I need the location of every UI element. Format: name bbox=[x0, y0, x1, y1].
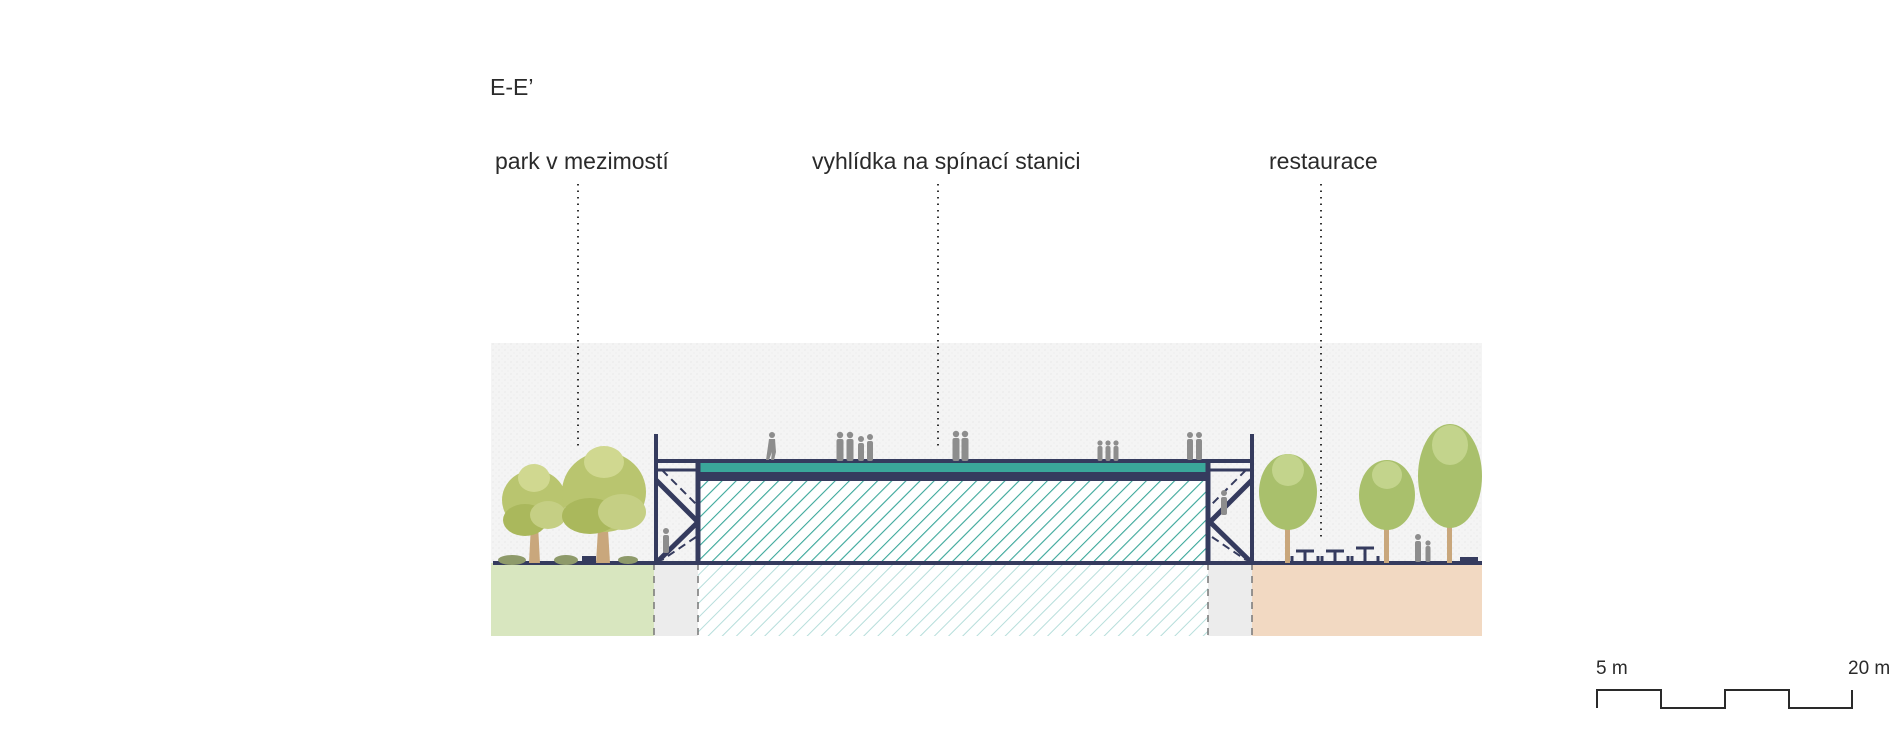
restaurant-tree-3-icon bbox=[1418, 424, 1482, 563]
scale-bar bbox=[1596, 689, 1853, 709]
restaurant-tables-icon bbox=[1290, 546, 1380, 562]
section-title: E-E’ bbox=[490, 74, 534, 100]
right-stair-tower bbox=[1208, 434, 1254, 565]
roof-deck-teal bbox=[698, 463, 1208, 472]
park-tree-left-icon bbox=[502, 464, 566, 563]
station-foundation bbox=[698, 563, 1208, 636]
park-ground bbox=[491, 563, 654, 636]
callout-restaurant-label: restaurace bbox=[1269, 148, 1378, 174]
restaurant-ground bbox=[1252, 563, 1482, 636]
park-tree-right-icon bbox=[562, 446, 646, 563]
people-on-stairs-icon bbox=[663, 490, 1227, 553]
roof-slab-dark bbox=[698, 472, 1208, 481]
scale-end-label: 20 m bbox=[1848, 658, 1891, 679]
right-stair-ground bbox=[1208, 563, 1252, 636]
people-restaurant-icon bbox=[1415, 534, 1431, 562]
restaurant-tree-2-icon bbox=[1359, 460, 1415, 563]
scale-start-label: 5 m bbox=[1596, 658, 1628, 679]
left-stair-tower bbox=[654, 434, 700, 565]
people-on-roof-icon bbox=[766, 430, 1202, 461]
restaurant-bench-icon bbox=[1460, 557, 1478, 562]
switching-station-volume bbox=[698, 480, 1208, 563]
callout-lookout-label: vyhlídka na spínací stanici bbox=[812, 148, 1081, 174]
callout-park-label: park v mezimostí bbox=[495, 148, 669, 174]
left-stair-ground bbox=[654, 563, 698, 636]
park-shrubs-icon bbox=[498, 555, 638, 565]
restaurant-tree-1-icon bbox=[1259, 454, 1317, 563]
